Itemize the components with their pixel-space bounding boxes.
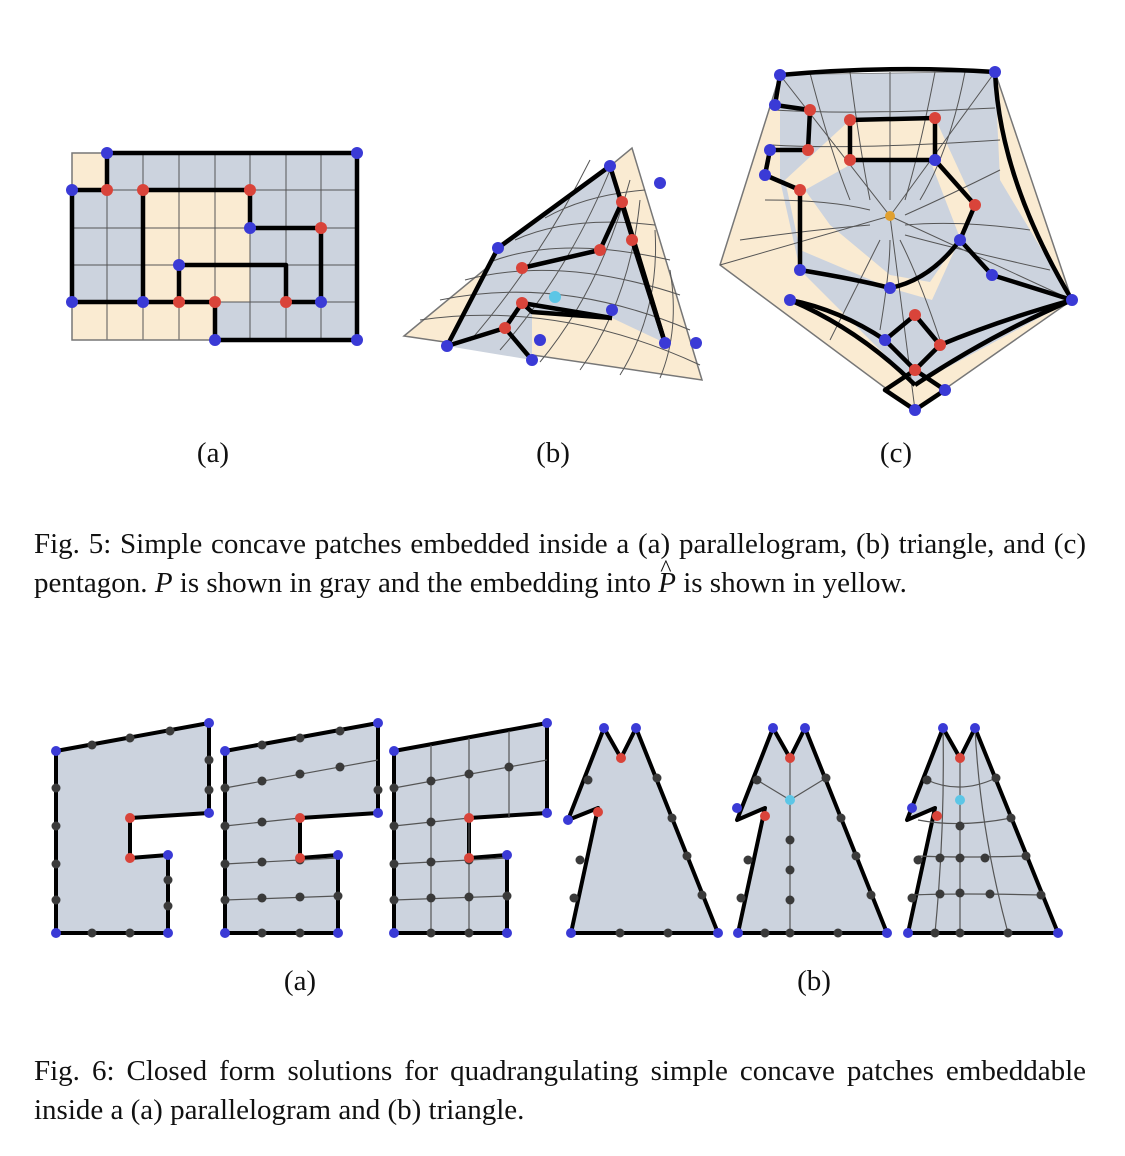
fig5-caption-var-phat: P: [658, 550, 676, 603]
fig5-caption: Fig. 5: Simple concave patches embedded …: [34, 525, 1086, 603]
fig5-caption-suffix: is shown in yellow.: [675, 567, 907, 599]
fig5-caption-var-p: P: [154, 567, 173, 599]
fig6a-patch-1: [51, 718, 214, 938]
fig6a-patch-2: [220, 718, 383, 938]
fig6b-patch-1: [563, 723, 723, 938]
fig6-sublabel-b: (b): [797, 965, 831, 997]
fig5c-patch: [719, 66, 1078, 416]
fig5a-patch: [66, 147, 363, 346]
figure-5-diagrams: [66, 66, 1078, 416]
fig6b-patch-3: [903, 723, 1063, 938]
fig6b-patch-2: [732, 723, 892, 938]
fig5-sublabel-c: (c): [879, 437, 913, 469]
fig5-sublabel-a: (a): [196, 437, 230, 469]
fig6-caption: Fig. 6: Closed form solutions for quadra…: [34, 1055, 1086, 1126]
fig5-caption-prefix: Fig. 5: Simple concave patches embedded …: [34, 528, 1086, 599]
fig5b-patch: [402, 146, 704, 381]
figure-6-diagrams: [51, 718, 1063, 938]
fig5-sublabel-b: (b): [536, 437, 570, 469]
fig6-sublabel-a: (a): [283, 965, 317, 997]
fig5-caption-mid: is shown in gray and the embedding into: [172, 567, 659, 599]
fig6a-patch-3: [389, 718, 552, 938]
